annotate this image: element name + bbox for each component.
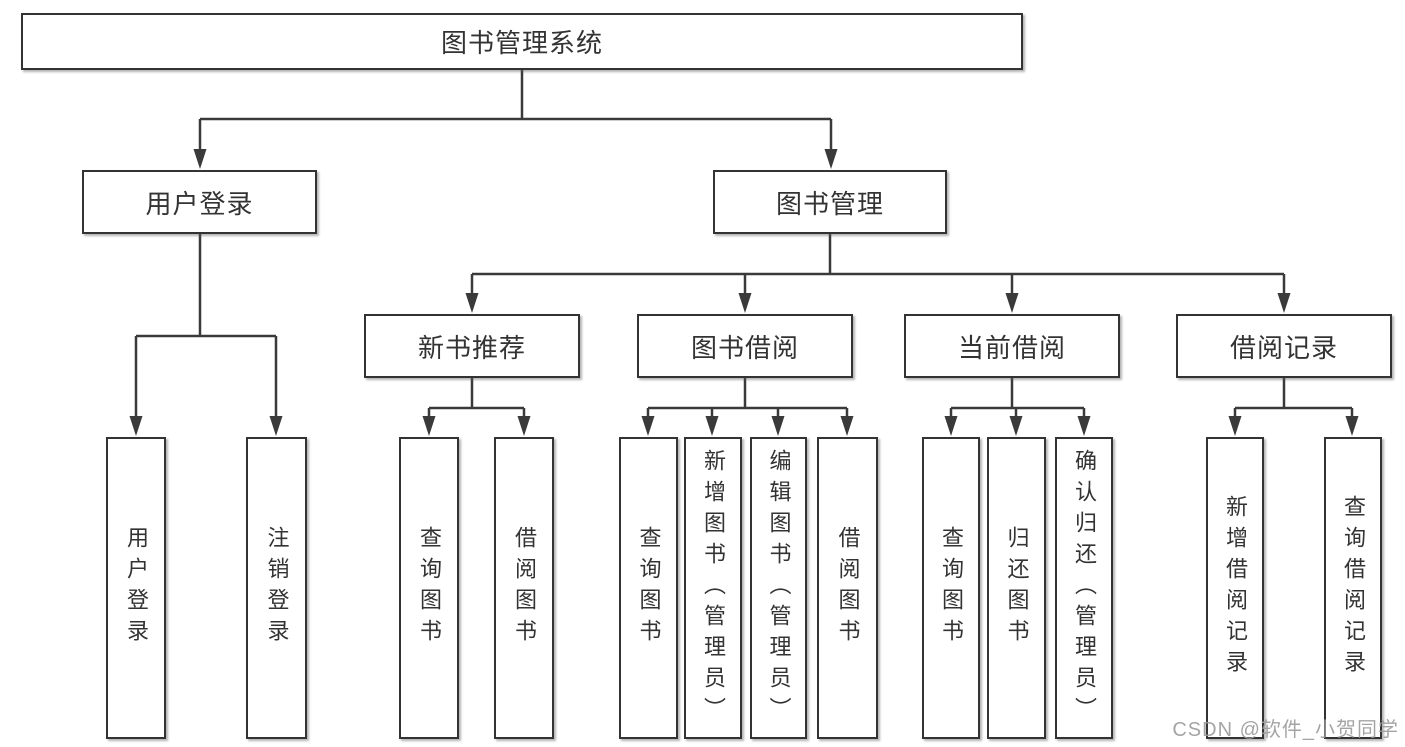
leaf-borrow-books-recommend: 借阅图书: [494, 437, 554, 739]
node-current-borrow: 当前借阅: [904, 314, 1120, 378]
edge-new-book-recommend-children: [427, 377, 526, 419]
arrowheads: [129, 149, 1359, 436]
leaf-query-books-borrow-label: 查询图书: [636, 526, 662, 650]
leaf-query-borrow-record: 查询借阅记录: [1324, 437, 1382, 739]
edge-book-management-children: [470, 233, 1286, 296]
node-library-system: 图书管理系统: [21, 13, 1023, 70]
leaf-borrow-books: 借阅图书: [817, 437, 878, 739]
leaf-user-login: 用户登录: [106, 437, 166, 739]
node-book-management-label: 图书管理: [775, 188, 884, 219]
leaf-query-books-current-label: 查询图书: [939, 526, 964, 650]
node-book-borrow: 图书借阅: [637, 314, 853, 378]
node-user-login-label: 用户登录: [145, 188, 254, 219]
watermark-text: CSDN @软件_小贺同学: [1172, 719, 1399, 741]
node-borrow-records-label: 借阅记录: [1229, 332, 1338, 363]
leaf-confirm-return-admin-label: 确认归还（管理员）: [1072, 448, 1097, 728]
leaf-edit-book-admin: 编辑图书（管理员）: [750, 437, 807, 739]
leaf-user-login-label: 用户登录: [124, 526, 149, 650]
node-new-book-recommend: 新书推荐: [364, 314, 580, 378]
leaf-edit-book-admin-label: 编辑图书（管理员）: [766, 448, 792, 728]
leaf-borrow-books-recommend-label: 借阅图书: [512, 526, 537, 650]
leaf-add-book-admin: 新增图书（管理员）: [684, 437, 742, 739]
node-borrow-records: 借阅记录: [1176, 314, 1392, 378]
leaf-query-books-borrow: 查询图书: [619, 437, 678, 739]
leaf-logout: 注销登录: [246, 437, 307, 739]
leaf-add-borrow-record-label: 新增借阅记录: [1223, 495, 1248, 681]
leaf-return-book-label: 归还图书: [1004, 526, 1030, 650]
edge-user-login-children: [134, 233, 278, 419]
leaf-add-book-admin-label: 新增图书（管理员）: [701, 448, 726, 728]
edge-book-borrow-children: [646, 377, 849, 419]
leaf-add-borrow-record: 新增借阅记录: [1206, 437, 1264, 739]
edge-borrow-records-children: [1233, 377, 1354, 419]
node-user-login: 用户登录: [82, 170, 317, 234]
node-current-borrow-label: 当前借阅: [957, 332, 1066, 363]
leaf-borrow-books-label: 借阅图书: [835, 526, 861, 650]
leaf-query-borrow-record-label: 查询借阅记录: [1341, 495, 1366, 681]
node-new-book-recommend-label: 新书推荐: [417, 332, 526, 363]
leaf-query-books-recommend: 查询图书: [399, 437, 459, 739]
node-library-system-label: 图书管理系统: [440, 28, 603, 58]
edge-current-borrow-children: [949, 377, 1086, 419]
leaf-query-books-current: 查询图书: [922, 437, 980, 739]
leaf-confirm-return-admin: 确认归还（管理员）: [1055, 437, 1113, 739]
leaf-return-book: 归还图书: [987, 437, 1046, 739]
leaf-query-books-recommend-label: 查询图书: [417, 526, 442, 650]
leaf-logout-label: 注销登录: [264, 526, 290, 650]
edge-root-to-level2: [198, 69, 833, 152]
node-book-borrow-label: 图书借阅: [690, 332, 799, 363]
node-book-management: 图书管理: [713, 170, 947, 234]
